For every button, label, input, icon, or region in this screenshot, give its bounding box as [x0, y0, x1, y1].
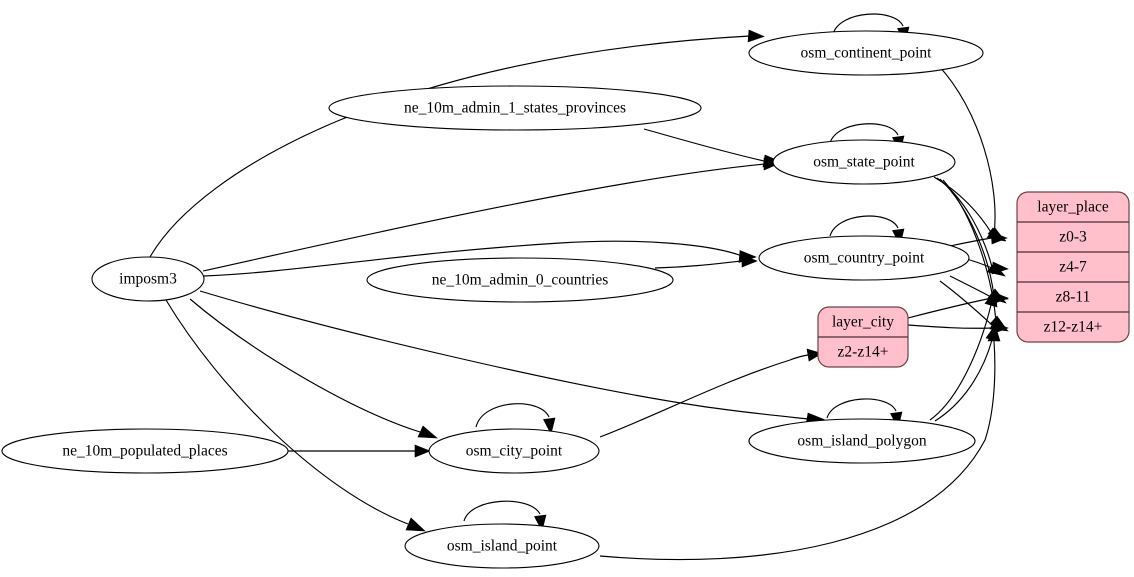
node-ne-10m-admin-1-states-provinces[interactable]: ne_10m_admin_1_states_provinces: [328, 85, 702, 131]
node-osm-island-polygon[interactable]: osm_island_polygon: [748, 418, 976, 464]
edge-imposm3-to-osm-island-polygon[interactable]: [199, 290, 825, 426]
edge-osm-state-point-to-layer-place-z0-3[interactable]: [933, 176, 1006, 242]
node-osm-city-point[interactable]: osm_city_point: [428, 428, 600, 474]
node-osm-state-point[interactable]: osm_state_point: [772, 139, 956, 185]
edge-self-loop-osm-island-point[interactable]: [463, 500, 547, 532]
edge-imposm3-to-osm-island-point[interactable]: [165, 299, 426, 532]
node-osm-continent-point[interactable]: osm_continent_point: [748, 30, 984, 76]
record-layer-place[interactable]: layer_place z0-3 z4-7 z8-11 z12-z14+: [1016, 191, 1130, 343]
node-layer: imposm3 ne_10m_admin_1_states_provinces …: [1, 30, 984, 569]
edge-imposm3-to-osm-city-point[interactable]: [189, 298, 438, 439]
edge-osm-island-point-to-layer-place-z12-z14[interactable]: [599, 324, 1001, 561]
edge-imposm3-to-osm-state-point[interactable]: [202, 157, 780, 272]
edge-self-loop-osm-city-point[interactable]: [475, 403, 556, 435]
edge-osm-island-polygon-to-layer-place-z8-11[interactable]: [929, 289, 998, 421]
node-osm-island-point[interactable]: osm_island_point: [404, 523, 600, 569]
node-ne-10m-admin-0-countries[interactable]: ne_10m_admin_0_countries: [366, 257, 674, 303]
edge-ne-populated-to-osm-city-point[interactable]: [286, 444, 431, 458]
node-ne-10m-populated-places[interactable]: ne_10m_populated_places: [1, 428, 289, 474]
node-osm-country-point[interactable]: osm_country_point: [758, 235, 970, 281]
record-layer-city[interactable]: layer_city z2-z14+: [817, 306, 909, 368]
node-imposm3[interactable]: imposm3: [91, 256, 205, 302]
edge-osm-city-point-to-layer-city-z2-z14[interactable]: [599, 348, 823, 438]
edge-layer: [149, 13, 1009, 561]
edge-ne-states-to-osm-state-point[interactable]: [643, 128, 781, 168]
edge-ne-countries-to-osm-country-point[interactable]: [654, 254, 758, 269]
edge-imposm3-to-osm-continent-point[interactable]: [149, 29, 765, 258]
